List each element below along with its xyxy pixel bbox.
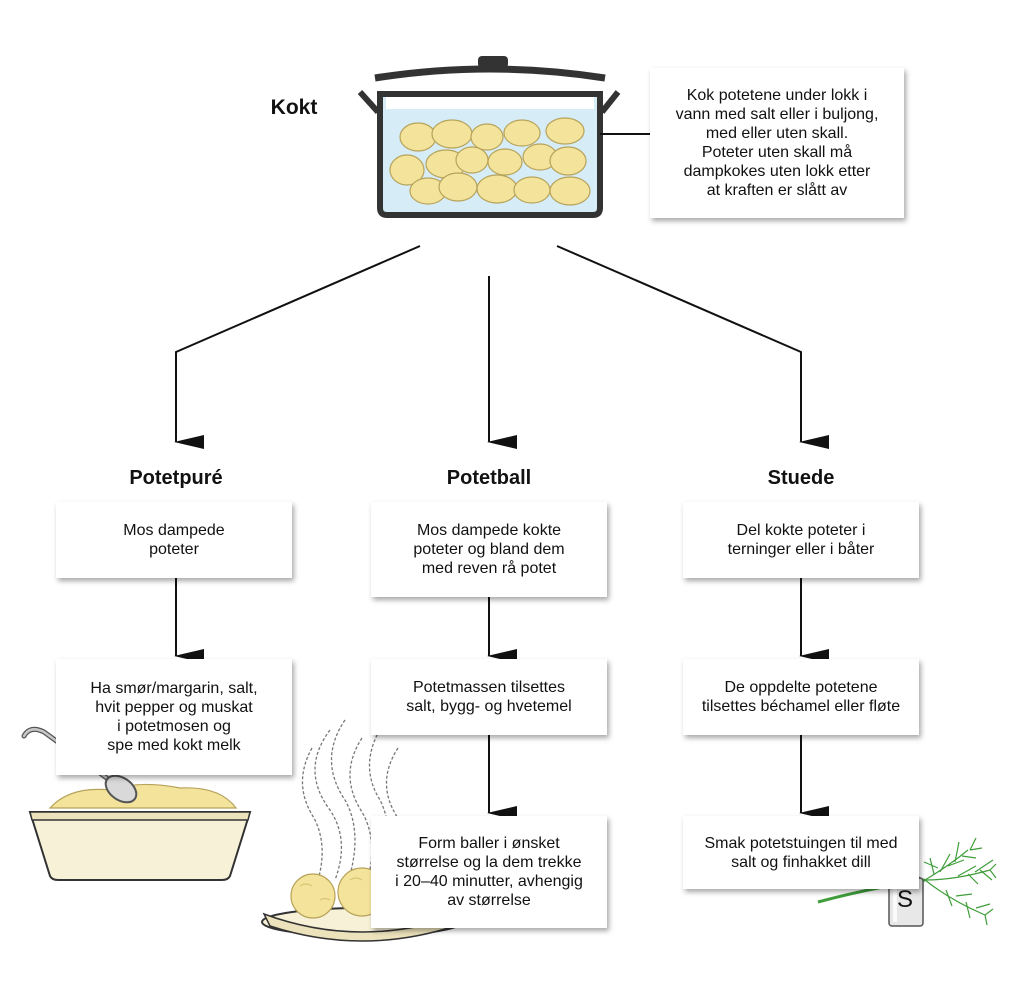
column-heading-potetpure: Potetpuré: [129, 467, 223, 489]
step-box: Form baller i ønsket størrelse og la dem…: [371, 816, 607, 928]
step-box: Smak potetstuingen til med salt og finha…: [683, 816, 919, 889]
step-box: Ha smør/margarin, salt, hvit pepper og m…: [56, 659, 292, 775]
column-heading-potetball: Potetball: [446, 467, 532, 489]
pot-note-box: Kok potetene under lokk i vann med salt …: [650, 68, 904, 218]
step-box: Del kokte poteter i terninger eller i bå…: [683, 502, 919, 578]
cooking-pot-icon: [357, 56, 621, 218]
dill-icon: [817, 837, 997, 926]
step-box: Mos dampede kokte poteter og bland dem m…: [371, 502, 607, 597]
mashed-potato-bowl-icon: [21, 726, 252, 881]
step-box: Potetmassen tilsettes salt, bygg- og hve…: [371, 659, 607, 735]
page-title: Kokt: [270, 96, 318, 119]
step-box: De oppdelte potetene tilsettes béchamel …: [683, 659, 919, 735]
arrow-to-stuede: [556, 245, 829, 449]
column-heading-stuede: Stuede: [767, 467, 835, 489]
step-box: Mos dampede poteter: [56, 502, 292, 578]
arrow-to-potetpure: [174, 245, 421, 449]
salt-shaker-label: S: [897, 886, 914, 913]
